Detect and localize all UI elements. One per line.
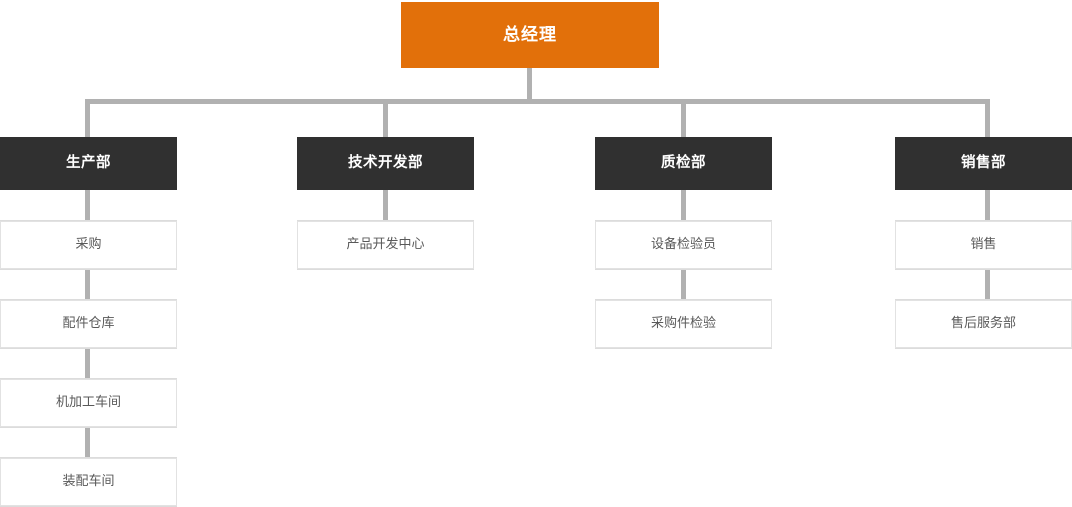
node-sub-after-sales-service[interactable]: 售后服务部 bbox=[895, 296, 1072, 352]
node-label: 配件仓库 bbox=[62, 315, 115, 331]
node-label: 总经理 bbox=[503, 24, 557, 45]
node-label: 装配车间 bbox=[62, 473, 115, 489]
node-sub-product-development-center[interactable]: 产品开发中心 bbox=[297, 217, 479, 273]
connector-dept4-to-child1 bbox=[985, 190, 990, 221]
node-label: 机加工车间 bbox=[55, 394, 121, 410]
node-sub-procurement[interactable]: 采购 bbox=[0, 217, 182, 273]
node-sub-parts-warehouse[interactable]: 配件仓库 bbox=[0, 296, 182, 352]
connector-bus-to-dept-3 bbox=[681, 99, 686, 137]
node-department-quality-inspection[interactable]: 质检部 bbox=[595, 137, 772, 190]
connector-bus-to-dept-1 bbox=[85, 99, 90, 137]
node-department-tech-development[interactable]: 技术开发部 bbox=[297, 137, 474, 190]
node-department-production[interactable]: 生产部 bbox=[0, 137, 177, 190]
node-sub-assembly-workshop[interactable]: 装配车间 bbox=[0, 454, 182, 507]
node-sub-purchased-parts-inspection[interactable]: 采购件检验 bbox=[595, 296, 777, 352]
connector-bus-to-dept-2 bbox=[383, 99, 388, 137]
connector-bus-to-dept-4 bbox=[985, 99, 990, 137]
connector-dept1-to-child1 bbox=[85, 190, 90, 221]
node-general-manager[interactable]: 总经理 bbox=[401, 2, 659, 68]
node-label: 销售部 bbox=[961, 155, 1006, 172]
connector-dept4-child1-to-child2 bbox=[985, 269, 990, 300]
node-department-sales[interactable]: 销售部 bbox=[895, 137, 1072, 190]
connector-child1-to-child2 bbox=[85, 269, 90, 300]
node-label: 采购件检验 bbox=[650, 315, 716, 331]
node-label: 采购 bbox=[75, 236, 102, 252]
connector-root-stem bbox=[527, 68, 532, 102]
connector-horizontal-bus bbox=[85, 99, 990, 104]
node-label: 设备检验员 bbox=[650, 236, 716, 252]
node-label: 产品开发中心 bbox=[346, 236, 425, 252]
connector-child2-to-child3 bbox=[85, 348, 90, 379]
node-sub-sales[interactable]: 销售 bbox=[895, 217, 1072, 273]
connector-dept3-child1-to-child2 bbox=[681, 269, 686, 300]
node-label: 生产部 bbox=[66, 155, 111, 172]
node-sub-machining-workshop[interactable]: 机加工车间 bbox=[0, 375, 182, 431]
node-sub-equipment-inspector[interactable]: 设备检验员 bbox=[595, 217, 777, 273]
node-label: 技术开发部 bbox=[348, 155, 423, 172]
connector-dept2-to-child1 bbox=[383, 190, 388, 221]
connector-child3-to-child4 bbox=[85, 427, 90, 458]
node-label: 质检部 bbox=[661, 155, 706, 172]
node-label: 销售 bbox=[970, 236, 997, 252]
node-label: 售后服务部 bbox=[950, 315, 1016, 331]
connector-dept3-to-child1 bbox=[681, 190, 686, 221]
